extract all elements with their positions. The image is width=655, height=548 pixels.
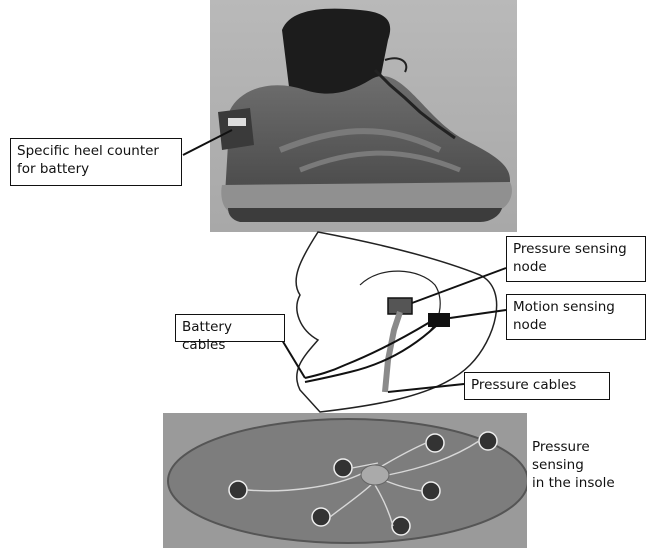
motion-node-box xyxy=(428,313,450,327)
insole-illustration xyxy=(163,413,527,548)
leader-heel-counter xyxy=(183,130,232,155)
label-insole-sensing: Pressure sensing in the insole xyxy=(532,438,642,492)
pressure-node-box xyxy=(388,298,412,314)
label-pressure-node: Pressure sensing node xyxy=(506,236,646,282)
label-motion-node: Motion sensing node xyxy=(506,294,646,340)
insole-photo xyxy=(163,413,527,548)
label-pressure-cables: Pressure cables xyxy=(464,372,610,400)
label-heel-counter: Specific heel counter for battery xyxy=(10,138,182,186)
leader-battery-cables xyxy=(282,340,305,378)
label-battery-cables: Battery cables xyxy=(175,314,285,342)
